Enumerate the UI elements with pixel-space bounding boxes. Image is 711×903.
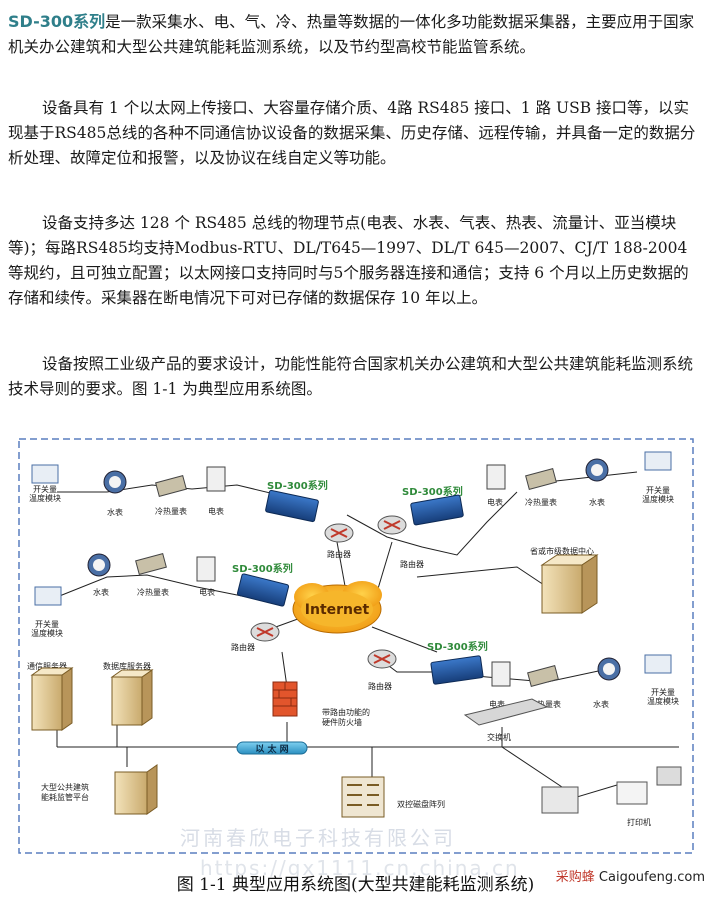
- watermark-site-en: Caigoufeng.com: [598, 870, 705, 885]
- internet-cloud: Internet: [292, 581, 382, 634]
- ethernet-label: 以 太 网: [255, 743, 288, 755]
- svg-text:开关量: 开关量: [33, 484, 57, 494]
- figure-caption: 图 1-1 典型应用系统图(大型共建能耗监测系统): [176, 875, 535, 895]
- watermark-site-cn: 采购蜂: [555, 870, 595, 885]
- water-meter-icon: 水表: [585, 458, 609, 507]
- svg-text:开关量: 开关量: [646, 485, 670, 495]
- router-icon: 路由器: [324, 523, 354, 559]
- svg-text:硬件防火墙: 硬件防火墙: [322, 717, 362, 727]
- diagram-frame: [18, 438, 694, 854]
- heat-meter-icon: 冷热量表: [527, 665, 561, 709]
- svg-text:水表: 水表: [593, 699, 609, 709]
- svg-text:开关量: 开关量: [651, 687, 675, 697]
- svg-text:温度模块: 温度模块: [642, 494, 674, 504]
- svg-text:电表: 电表: [208, 506, 224, 516]
- svg-text:带路由功能的: 带路由功能的: [322, 707, 370, 717]
- collector-device: SD-300系列: [427, 640, 488, 685]
- switch-module-icon: 开关量 温度模块: [29, 464, 61, 503]
- switch-module-icon: 开关量 温度模块: [642, 451, 674, 504]
- svg-text:省或市级数据中心: 省或市级数据中心: [530, 546, 594, 556]
- svg-text:冷热量表: 冷热量表: [155, 506, 187, 516]
- svg-text:SD-300系列: SD-300系列: [427, 640, 488, 653]
- printer-icon: 打印机: [541, 766, 682, 827]
- network-switch: 交换机: [463, 698, 549, 742]
- intro-paragraph: SD-300系列是一款采集水、电、气、冷、热量等数据的一体化多功能数据采集器，主…: [8, 9, 698, 60]
- svg-text:通信服务器: 通信服务器: [27, 661, 67, 671]
- elec-meter-icon: 电表: [486, 464, 506, 507]
- design-paragraph: 设备按照工业级产品的要求设计，功能性能符合国家机关办公建筑和大型公共建筑能耗监测…: [8, 352, 698, 402]
- svg-text:水表: 水表: [589, 497, 605, 507]
- svg-text:数据库服务器: 数据库服务器: [103, 661, 151, 671]
- svg-text:能耗监管平台: 能耗监管平台: [41, 792, 89, 802]
- svg-text:冷热量表: 冷热量表: [529, 699, 561, 709]
- ethernet-bus: [236, 741, 308, 755]
- svg-text:温度模块: 温度模块: [647, 696, 679, 706]
- system-diagram: 以 太 网 Internet 路由器 路由器 路由器 路由器 SD-300系列 …: [18, 438, 694, 854]
- protocols-text: 设备支持多达 128 个 RS485 总线的物理节点(电表、水表、气表、热表、流…: [8, 214, 689, 307]
- watermark-site: 采购蜂 Caigoufeng.com: [556, 866, 705, 885]
- svg-text:路由器: 路由器: [231, 642, 255, 652]
- protocols-paragraph: 设备支持多达 128 个 RS485 总线的物理节点(电表、水表、气表、热表、流…: [8, 211, 698, 311]
- water-meter-icon: 水表: [103, 470, 127, 517]
- interfaces-text: 设备具有 1 个以太网上传接口、大容量存储介质、4路 RS485 接口、1 路 …: [8, 99, 696, 167]
- svg-text:路由器: 路由器: [327, 549, 351, 559]
- intro-text: 是一款采集水、电、气、冷、热量等数据的一体化多功能数据采集器，主要应用于国家机关…: [8, 13, 695, 56]
- svg-text:水表: 水表: [107, 507, 123, 517]
- router-icon: 路由器: [367, 649, 397, 691]
- disk-array: 双控磁盘阵列: [341, 776, 445, 818]
- svg-text:SD-300系列: SD-300系列: [267, 479, 328, 492]
- water-meter-icon: 水表: [593, 657, 621, 709]
- elec-meter-icon: 电表: [489, 661, 511, 709]
- switch-module-icon: 开关量 温度模块: [31, 586, 63, 638]
- svg-text:冷热量表: 冷热量表: [525, 497, 557, 507]
- product-brand: SD-300系列: [8, 12, 106, 31]
- collector-device: SD-300系列: [265, 479, 328, 523]
- heat-meter-icon: 冷热量表: [155, 475, 187, 516]
- svg-text:SD-300系列: SD-300系列: [402, 485, 463, 498]
- svg-text:水表: 水表: [93, 587, 109, 597]
- comm-server: 通信服务器: [27, 661, 74, 731]
- water-meter-icon: 水表: [87, 553, 111, 597]
- watermark-company: 河南春欣电子科技有限公司: [180, 826, 456, 850]
- router-icon: 路由器: [231, 622, 280, 652]
- svg-text:温度模块: 温度模块: [31, 628, 63, 638]
- interfaces-paragraph: 设备具有 1 个以太网上传接口、大容量存储介质、4路 RS485 接口、1 路 …: [8, 96, 698, 171]
- svg-text:温度模块: 温度模块: [29, 493, 61, 503]
- db-server: 数据库服务器: [103, 661, 154, 726]
- svg-text:电表: 电表: [199, 587, 215, 597]
- connection-lines: [56, 471, 679, 798]
- collector-device: SD-300系列: [402, 485, 464, 526]
- watermark-url: https://gx1111.cn.china.cn: [200, 856, 520, 880]
- svg-text:路由器: 路由器: [400, 559, 424, 569]
- router-icon: 路由器: [377, 515, 424, 569]
- internet-label: Internet: [305, 602, 370, 618]
- svg-text:交换机: 交换机: [487, 732, 511, 742]
- design-text: 设备按照工业级产品的要求设计，功能性能符合国家机关办公建筑和大型公共建筑能耗监测…: [8, 355, 694, 398]
- switch-module-icon: 开关量 温度模块: [644, 654, 679, 706]
- svg-text:双控磁盘阵列: 双控磁盘阵列: [397, 799, 445, 809]
- collector-device: SD-300系列: [232, 562, 293, 607]
- heat-meter-icon: 冷热量表: [135, 553, 169, 597]
- elec-meter-icon: 电表: [206, 466, 226, 516]
- firewall-icon: 带路由功能的 硬件防火墙: [272, 681, 370, 727]
- platform-server: 大型公共建筑 能耗监管平台: [41, 764, 158, 815]
- heat-meter-icon: 冷热量表: [525, 468, 557, 507]
- svg-text:开关量: 开关量: [35, 619, 59, 629]
- svg-text:冷热量表: 冷热量表: [137, 587, 169, 597]
- svg-text:SD-300系列: SD-300系列: [232, 562, 293, 575]
- data-center-server: 省或市级数据中心: [530, 546, 599, 614]
- svg-text:大型公共建筑: 大型公共建筑: [41, 782, 89, 792]
- svg-text:电表: 电表: [487, 497, 503, 507]
- svg-text:电表: 电表: [489, 699, 505, 709]
- svg-text:路由器: 路由器: [368, 681, 392, 691]
- svg-text:打印机: 打印机: [627, 817, 651, 827]
- elec-meter-icon: 电表: [196, 556, 216, 597]
